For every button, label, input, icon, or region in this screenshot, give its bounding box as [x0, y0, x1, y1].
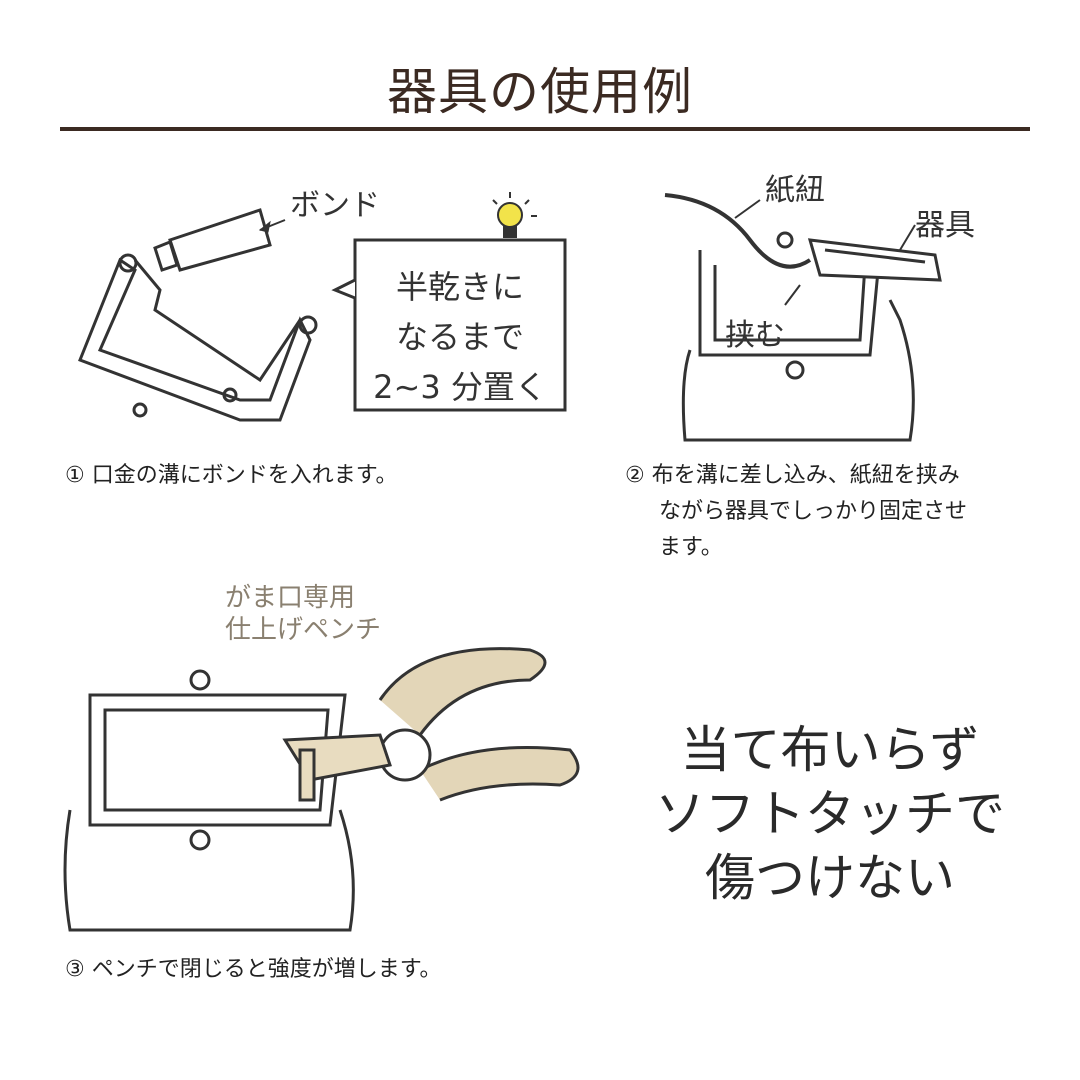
tagline: 当て布いらず ソフトタッチで 傷つけない	[610, 718, 1050, 910]
clamp-label: 挟む	[725, 318, 785, 353]
step2-caption: ② 布を溝に差し込み、紙紐を挟み ながら器具でしっかり固定させ ます。	[625, 458, 967, 566]
step3-caption: ③ ペンチで閉じると強度が増します。	[65, 957, 442, 982]
tool-label: 器具	[915, 208, 975, 243]
tagline-line: 傷つけない	[705, 849, 955, 907]
page-title: 器具の使用例	[387, 63, 693, 121]
clamp-tool-illustration	[664, 193, 942, 442]
bubble-line: 半乾きに	[395, 268, 524, 306]
pliers-closing-illustration	[63, 647, 580, 932]
bubble-line: なるまで	[395, 318, 524, 356]
pliers-label-line: 仕上げペンチ	[225, 615, 382, 645]
title-divider	[60, 127, 1030, 131]
step1-caption: ① 口金の溝にボンドを入れます。	[65, 463, 398, 488]
pliers-label-line: がま口専用	[225, 583, 356, 613]
tagline-line: 当て布いらず	[680, 721, 980, 779]
frame-with-bond-illustration	[78, 208, 567, 422]
drying-note-bubble: 半乾きに なるまで 2~3 分置く	[355, 262, 565, 412]
paper-string-label: 紙紐	[765, 173, 825, 208]
caption-line: ます。	[659, 535, 723, 560]
pliers-label: がま口専用 仕上げペンチ	[225, 582, 381, 646]
caption-line: ながら器具でしっかり固定させ	[659, 499, 968, 524]
tagline-line: ソフトタッチで	[655, 785, 1005, 843]
bond-label: ボンド	[290, 188, 380, 223]
bubble-line: 2~3 分置く	[373, 368, 547, 406]
caption-line: ② 布を溝に差し込み、紙紐を挟み	[625, 463, 960, 488]
lightbulb-icon	[492, 192, 537, 238]
